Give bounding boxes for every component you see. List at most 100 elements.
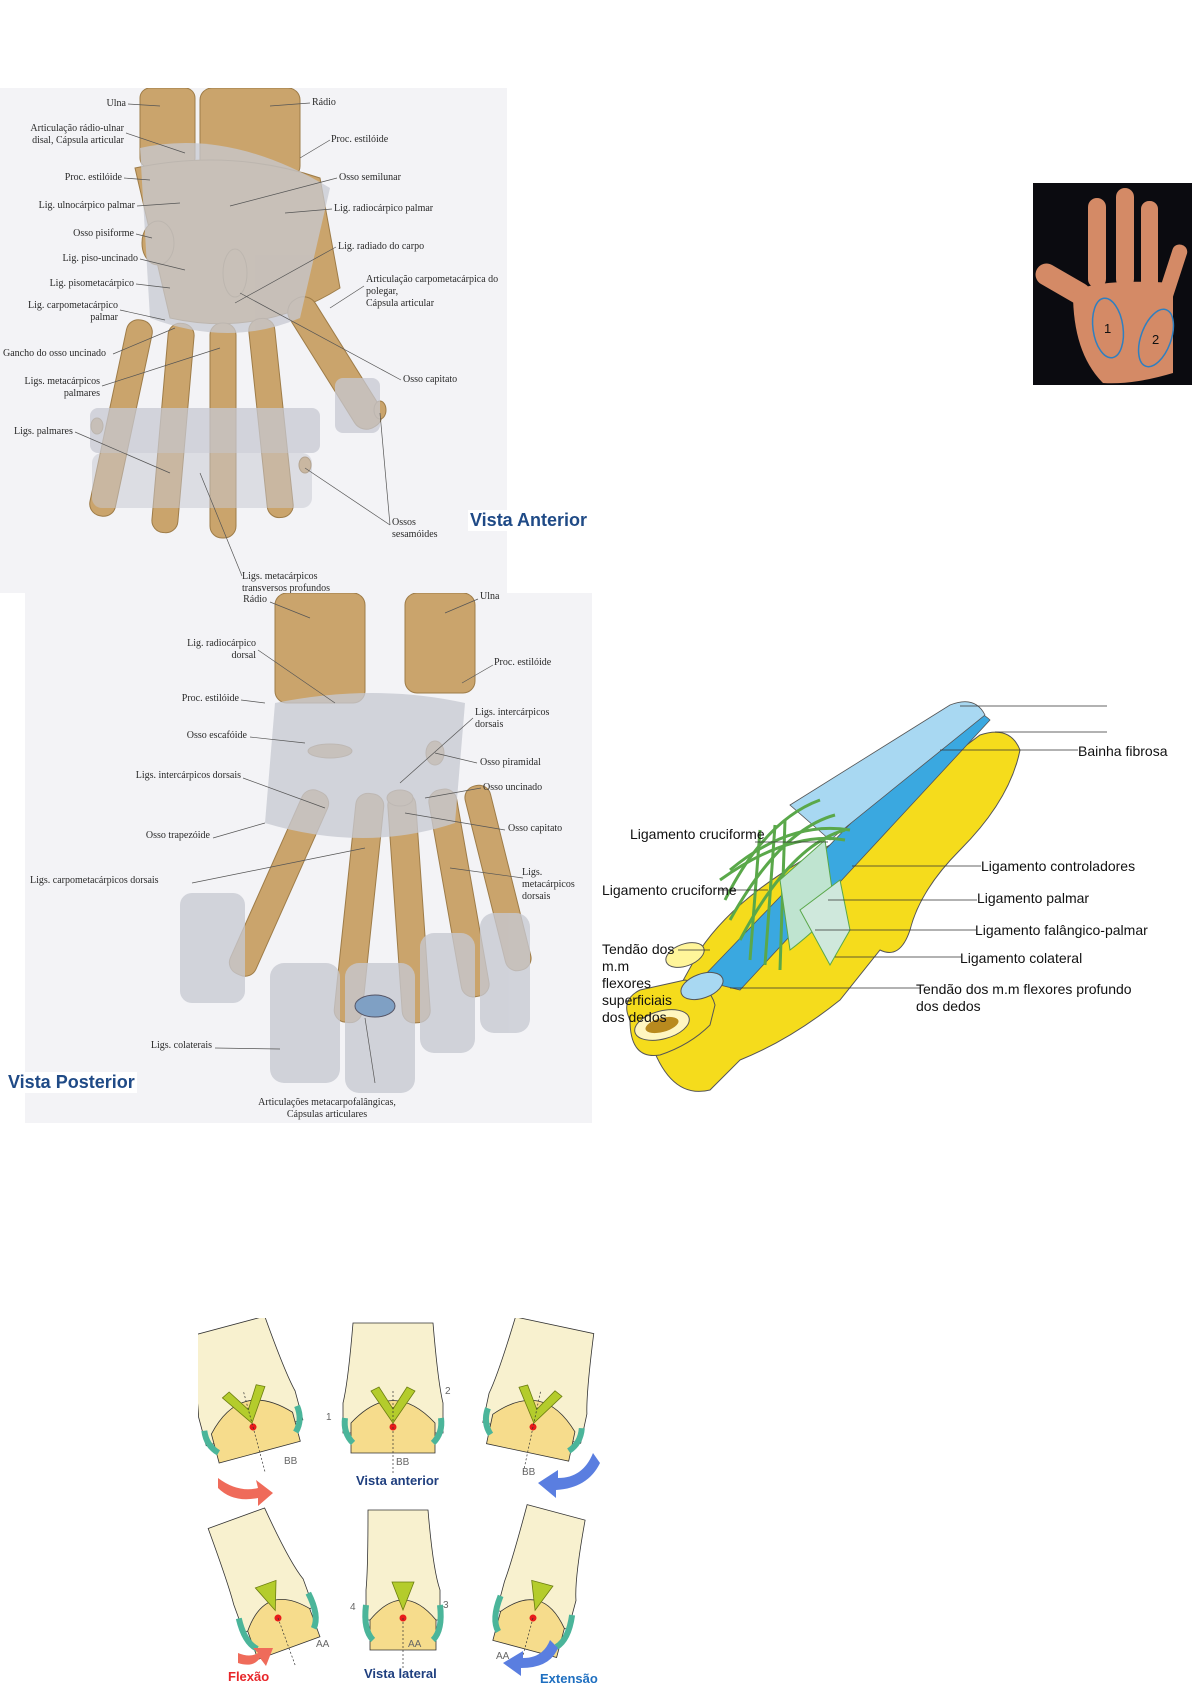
label-line: Cápsula articular	[366, 298, 435, 309]
palm-photo: 1 2	[1033, 183, 1192, 385]
label-line: Articulação rádio-ulnar	[30, 123, 124, 134]
label-ligs-intercarpicos-left: Ligs. intercárpicos dorsais	[135, 770, 241, 781]
label-line: Tendão dos	[602, 941, 675, 957]
label-lig-carpometacarpico: Lig. carpometacárpico palmar	[28, 300, 118, 324]
palm-region-1-label: 1	[1104, 321, 1111, 336]
label-number-3: 3	[443, 1600, 449, 1611]
label-line: dorsais	[522, 891, 551, 902]
palm-region-2-outline	[1137, 308, 1175, 368]
label-line: Lig. carpometacárpico	[28, 300, 118, 311]
anterior-wrist-illustration	[0, 87, 507, 593]
label-lig-pisometacarpico: Lig. pisometacárpico	[49, 278, 134, 289]
label-line: Ligs. intercárpicos	[475, 707, 550, 718]
label-proc-estiloide-ulna: Proc. estilóide	[64, 172, 122, 183]
label-line: m.m	[602, 958, 630, 974]
label-aa-neutral: AA	[408, 1639, 422, 1650]
label-line: Articulações metacarpofalângicas,	[258, 1097, 396, 1108]
label-proc-estiloide-radio-post: Proc. estilóide	[181, 693, 239, 704]
label-ligamento-cruciforme-top: Ligamento cruciforme	[630, 826, 765, 842]
label-ligamento-cruciforme: Ligamento cruciforme	[602, 882, 737, 898]
label-line: flexores	[602, 975, 652, 991]
label-line: Articulação carpometacárpica do	[366, 274, 499, 285]
label-line: Ligs.	[522, 867, 543, 878]
extensao-label: Extensão	[540, 1671, 598, 1686]
vista-posterior-title: Vista Posterior	[6, 1072, 137, 1093]
label-line: Ligs. metacárpicos	[24, 376, 100, 387]
vista-anterior-joint-title: Vista anterior	[356, 1473, 439, 1488]
label-proc-estiloide-ulna-post: Proc. estilóide	[494, 657, 552, 668]
flexao-label: Flexão	[228, 1669, 270, 1684]
fibrous-sheath	[789, 701, 986, 841]
label-ligs-metacarpicos-palmares: Ligs. metacárpicos palmares	[24, 376, 100, 400]
extension-arrow-icon-lateral	[503, 1640, 558, 1676]
label-aa-extension: AA	[496, 1651, 510, 1662]
label-articulacoes-metacarpofalangicas: Articulações metacarpofalângicas, Cápsul…	[258, 1097, 396, 1121]
label-osso-capitato: Osso capitato	[403, 374, 458, 385]
label-ligamento-falangico-palmar: Ligamento falângico-palmar	[975, 922, 1148, 938]
label-lig-radiocarpico-dorsal: Lig. radiocárpico dorsal	[187, 638, 256, 662]
label-osso-semilunar: Osso semilunar	[339, 172, 401, 183]
label-line: dorsal	[231, 650, 256, 661]
palm-photo-drawing: 1 2	[1035, 188, 1188, 384]
label-ligs-carpometacarpicos: Ligs. carpometacárpicos dorsais	[30, 875, 159, 886]
vista-anterior-title: Vista Anterior	[468, 510, 590, 531]
vista-lateral-joint-title: Vista lateral	[364, 1666, 437, 1681]
label-osso-piramidal: Osso piramidal	[480, 757, 541, 768]
label-osso-trapezoide: Osso trapezóide	[145, 830, 210, 841]
label-ligs-colaterais: Ligs. colaterais	[150, 1040, 212, 1051]
label-proc-estiloide-radio: Proc. estilóide	[331, 134, 389, 145]
label-aa-flexion: AA	[316, 1639, 330, 1650]
finger-sheath-drawing	[626, 701, 1107, 1092]
label-osso-escafoide: Osso escafóide	[186, 730, 247, 741]
label-ulna: Ulna	[106, 98, 126, 109]
label-articulacao-carpometacarpica: Articulação carpometacárpica do polegar,…	[366, 274, 498, 310]
anterior-neutral-panel	[343, 1323, 443, 1473]
label-line: Cápsulas articulares	[286, 1109, 368, 1120]
label-line: dorsais	[475, 719, 504, 730]
label-line: metacárpicos	[522, 879, 575, 890]
label-line: dos dedos	[602, 1009, 667, 1025]
label-bb-neutral: BB	[396, 1457, 410, 1468]
label-number-4: 4	[350, 1602, 356, 1613]
flexion-arrow-icon-lateral	[238, 1648, 273, 1666]
label-line: dos dedos	[916, 998, 981, 1014]
label-line: Tendão dos m.m flexores profundo	[916, 981, 1132, 997]
label-lig-ulnocarpico: Lig. ulnocárpico palmar	[38, 200, 135, 211]
label-lig-radiado: Lig. radiado do carpo	[338, 241, 425, 252]
label-tendao-superficiais: Tendão dos m.m flexores superficiais dos…	[602, 941, 674, 1026]
label-number-1: 1	[326, 1412, 332, 1423]
label-ligamento-colateral: Ligamento colateral	[960, 950, 1083, 966]
label-radio-post: Rádio	[243, 594, 267, 605]
label-ligamento-controladores: Ligamento controladores	[981, 858, 1136, 874]
label-radio: Rádio	[312, 97, 336, 108]
label-bainha-fibrosa: Bainha fibrosa	[1078, 743, 1168, 759]
anterior-hand-drawing	[74, 87, 402, 577]
posterior-hand-drawing	[180, 592, 532, 1093]
label-articulacao-radio-ulnar: Articulação rádio-ulnar disal, Cápsula a…	[30, 123, 124, 147]
deep-tendon-section	[680, 971, 724, 1001]
label-osso-pisiforme: Osso pisiforme	[73, 228, 134, 239]
label-osso-uncinado: Osso uncinado	[483, 782, 543, 793]
label-lig-radiocarpico: Lig. radiocárpico palmar	[334, 203, 434, 214]
label-ossos-sesamoides: Ossos sesamóides	[392, 517, 438, 541]
palm-region-1-outline	[1091, 297, 1125, 359]
label-line: superficiais	[602, 992, 673, 1008]
label-line: Ossos	[392, 517, 416, 528]
joint-motion-drawing	[198, 1318, 602, 1686]
posterior-wrist-illustration	[25, 592, 592, 1123]
superficial-tendon-section	[665, 942, 705, 968]
joint-motion-illustration	[198, 1318, 602, 1686]
label-line: palmar	[90, 312, 118, 323]
label-line: Ligs. metacárpicos	[242, 571, 318, 582]
palm-region-2-label: 2	[1152, 332, 1159, 347]
label-ligamento-palmar: Ligamento palmar	[977, 890, 1090, 906]
label-ligs-intercarpicos-right: Ligs. intercárpicos dorsais	[475, 707, 549, 731]
metacarpophalangeal-cartilage	[354, 994, 396, 1018]
label-osso-capitato-post: Osso capitato	[508, 823, 563, 834]
lateral-neutral-panel	[365, 1510, 440, 1670]
label-ligs-transversos: Ligs. metacárpicos transversos profundos	[242, 571, 330, 595]
label-tendao-profundo: Tendão dos m.m flexores profundo dos ded…	[916, 981, 1132, 1015]
label-gancho: Gancho do osso uncinado	[3, 348, 107, 359]
label-line: palmares	[63, 388, 100, 399]
